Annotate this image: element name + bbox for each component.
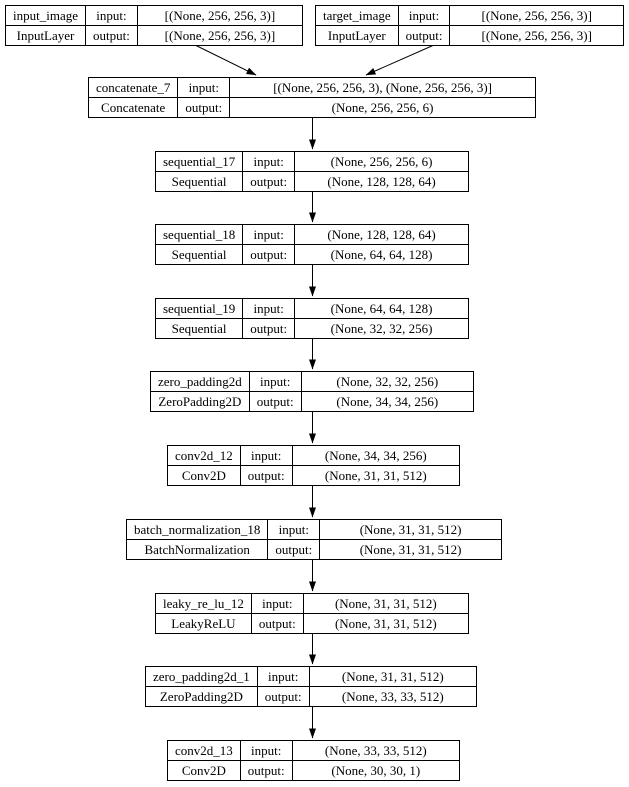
layer-type: InputLayer [315, 25, 399, 46]
edge-arrow [365, 44, 435, 76]
layer-name: batch_normalization_18 [125, 519, 269, 540]
layer-type: LeakyReLU [155, 613, 252, 634]
output-label: output: [239, 760, 293, 781]
layer-type: Conv2D [167, 760, 241, 781]
layer-type: Sequential [154, 318, 244, 339]
layer-type: Conv2D [167, 465, 241, 486]
layer-name: sequential_17 [154, 151, 244, 172]
layer-node-sequential_18: sequential_18 input: (None, 128, 128, 64… [154, 224, 469, 265]
input-shape: (None, 33, 33, 512) [291, 740, 461, 761]
layer-name: target_image [315, 5, 399, 26]
input-shape: (None, 256, 256, 6) [294, 151, 469, 172]
layer-node-input_image: input_image input: [(None, 256, 256, 3)]… [5, 5, 304, 46]
layer-type: Sequential [154, 171, 244, 192]
layer-type: ZeroPadding2D [150, 391, 250, 412]
layer-name: sequential_19 [154, 298, 244, 319]
output-shape: (None, 31, 31, 512) [319, 539, 502, 560]
input-shape: [(None, 256, 256, 3)] [136, 5, 304, 26]
output-shape: (None, 30, 30, 1) [291, 760, 461, 781]
output-label: output: [177, 97, 231, 118]
output-shape: (None, 31, 31, 512) [302, 613, 470, 634]
layer-node-sequential_19: sequential_19 input: (None, 64, 64, 128)… [154, 298, 469, 339]
output-label: output: [248, 391, 302, 412]
layer-name: sequential_18 [154, 224, 244, 245]
input-label: input: [239, 445, 293, 466]
output-label: output: [242, 171, 296, 192]
output-shape: (None, 32, 32, 256) [294, 318, 469, 339]
input-label: input: [239, 740, 293, 761]
layer-type: Sequential [154, 244, 244, 265]
input-label: input: [242, 298, 296, 319]
output-label: output: [397, 25, 451, 46]
input-shape: (None, 128, 128, 64) [294, 224, 469, 245]
layer-node-zero_padding2d: zero_padding2d input: (None, 32, 32, 256… [150, 371, 475, 412]
layer-node-conv2d_13: conv2d_13 input: (None, 33, 33, 512) Con… [167, 740, 461, 781]
input-label: input: [242, 151, 296, 172]
output-label: output: [250, 613, 304, 634]
input-label: input: [248, 371, 302, 392]
input-label: input: [250, 593, 304, 614]
input-label: input: [242, 224, 296, 245]
layer-node-zero_padding2d_1: zero_padding2d_1 input: (None, 31, 31, 5… [145, 666, 478, 707]
input-shape: (None, 31, 31, 512) [308, 666, 478, 687]
output-label: output: [242, 318, 296, 339]
input-label: input: [267, 519, 321, 540]
output-shape: (None, 33, 33, 512) [308, 686, 478, 707]
input-label: input: [397, 5, 451, 26]
layer-node-concatenate_7: concatenate_7 input: [(None, 256, 256, 3… [87, 77, 536, 118]
output-label: output: [256, 686, 310, 707]
output-shape: (None, 31, 31, 512) [291, 465, 461, 486]
input-shape: (None, 34, 34, 256) [291, 445, 461, 466]
layer-name: conv2d_12 [167, 445, 241, 466]
input-label: input: [85, 5, 138, 26]
layer-node-batch_normalization_18: batch_normalization_18 input: (None, 31,… [125, 519, 502, 560]
output-label: output: [242, 244, 296, 265]
output-label: output: [239, 465, 293, 486]
input-label: input: [177, 77, 231, 98]
input-shape: (None, 64, 64, 128) [294, 298, 469, 319]
layer-name: conv2d_13 [167, 740, 241, 761]
input-label: input: [256, 666, 310, 687]
output-label: output: [85, 25, 138, 46]
input-shape: [(None, 256, 256, 3), (None, 256, 256, 3… [229, 77, 536, 98]
output-shape: (None, 34, 34, 256) [300, 391, 475, 412]
output-shape: (None, 256, 256, 6) [229, 97, 536, 118]
layer-type: ZeroPadding2D [145, 686, 258, 707]
output-shape: [(None, 256, 256, 3)] [449, 25, 624, 46]
layer-node-leaky_re_lu_12: leaky_re_lu_12 input: (None, 31, 31, 512… [155, 593, 470, 634]
input-shape: (None, 31, 31, 512) [319, 519, 502, 540]
layer-type: BatchNormalization [125, 539, 269, 560]
input-shape: (None, 32, 32, 256) [300, 371, 475, 392]
output-label: output: [267, 539, 321, 560]
output-shape: [(None, 256, 256, 3)] [136, 25, 304, 46]
layer-type: Concatenate [87, 97, 179, 118]
layer-name: zero_padding2d_1 [145, 666, 258, 687]
input-shape: [(None, 256, 256, 3)] [449, 5, 624, 26]
layer-node-target_image: target_image input: [(None, 256, 256, 3)… [315, 5, 624, 46]
output-shape: (None, 64, 64, 128) [294, 244, 469, 265]
layer-name: input_image [5, 5, 86, 26]
layer-node-sequential_17: sequential_17 input: (None, 256, 256, 6)… [154, 151, 469, 192]
edge-arrow [194, 44, 257, 76]
layer-name: leaky_re_lu_12 [155, 593, 252, 614]
layer-node-conv2d_12: conv2d_12 input: (None, 34, 34, 256) Con… [167, 445, 461, 486]
input-shape: (None, 31, 31, 512) [302, 593, 470, 614]
layer-type: InputLayer [5, 25, 86, 46]
layer-name: zero_padding2d [150, 371, 250, 392]
output-shape: (None, 128, 128, 64) [294, 171, 469, 192]
layer-name: concatenate_7 [87, 77, 179, 98]
